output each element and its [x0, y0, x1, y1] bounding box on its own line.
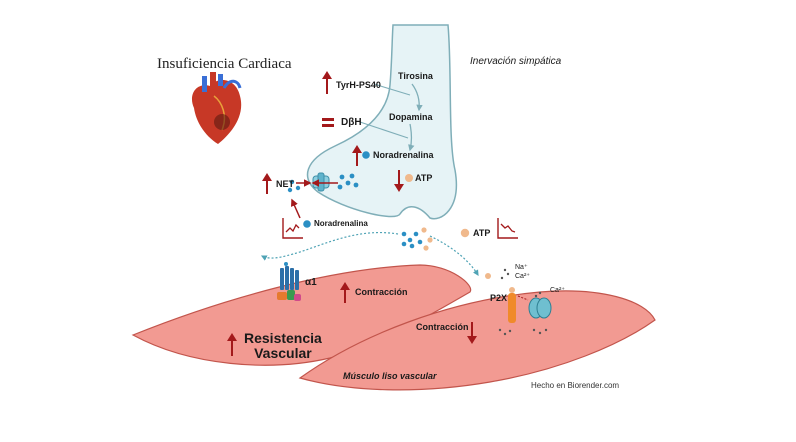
noradrenalina-dot-inside: [362, 151, 370, 159]
down-arrow-contraccion: [467, 322, 477, 344]
label-noradrenalina-out: Noradrenalina: [314, 219, 368, 228]
arrow-dopamina-noradrenalina: [408, 123, 415, 152]
arrow-tirosina-dopamina: [411, 83, 423, 112]
label-resistencia-line2: Vascular: [254, 345, 312, 361]
up-arrow-net: [262, 173, 272, 194]
muscle-cell-right: [298, 290, 656, 391]
label-dopamina: Dopamina: [389, 112, 433, 122]
label-contraccion-upper: Contracción: [355, 287, 408, 297]
dbh-line: [359, 121, 409, 139]
label-musculo-liso: Músculo liso vascular: [343, 371, 437, 381]
up-arrow-resistencia: [227, 333, 237, 356]
up-arrow-contraccion: [340, 282, 350, 303]
label-na: Na⁺: [515, 264, 528, 271]
net-transporter: [312, 172, 330, 192]
decrease-chart-icon-right: [497, 218, 518, 239]
equal-sign-dbh: [322, 118, 334, 127]
atp-ligand-dot: [485, 273, 491, 279]
label-resistencia-vascular: Resistencia Vascular: [244, 331, 322, 361]
label-resistencia-line1: Resistencia: [244, 330, 322, 346]
net-dots: [287, 179, 301, 193]
decrease-chart-icon-left: [282, 218, 303, 239]
label-contraccion-lower: Contracción: [416, 322, 469, 332]
label-tirosina: Tirosina: [398, 71, 433, 81]
nerve-label: Inervación simpática: [470, 56, 562, 67]
atp-dot-inside: [405, 174, 413, 182]
label-atp-inside: ATP: [415, 173, 433, 183]
label-ca-1: Ca²⁺: [515, 273, 530, 280]
reuptake-arrow: [291, 198, 301, 219]
down-arrow-atp: [394, 170, 404, 192]
label-tyrh: TyrH-PS40: [336, 80, 381, 90]
cleft-noradrenalina-dots: [401, 231, 423, 249]
up-arrow-tyrh: [322, 71, 332, 94]
nerve-terminal: [306, 24, 458, 220]
noradrenalina-vesicles: [337, 173, 359, 190]
cleft-atp-dots: [421, 227, 433, 251]
label-net: NET: [276, 179, 294, 189]
label-dbh: DβH: [341, 117, 362, 128]
ca-channel: [528, 297, 552, 319]
noradrenalina-dot-out: [303, 220, 311, 228]
alpha1-receptor: [277, 262, 301, 301]
ion-dots: [498, 268, 548, 336]
label-atp-out: ATP: [473, 228, 491, 238]
label-noradrenalina-inside: Noradrenalina: [373, 150, 434, 160]
label-p2x: P2X: [490, 293, 508, 303]
atp-dot-out: [460, 228, 470, 238]
credit-text: Hecho en Biorender.com: [531, 381, 620, 390]
up-arrow-noradrenalina: [352, 145, 362, 166]
label-ca-2: Ca²⁺: [550, 287, 565, 294]
label-alpha1: α1: [305, 277, 317, 288]
dotted-path-to-alpha: [260, 231, 399, 261]
heart-icon: [191, 72, 242, 144]
diagram-title: Insuficiencia Cardiaca: [157, 56, 292, 72]
tyrh-line: [373, 83, 411, 96]
p2x-channel: [508, 287, 529, 323]
